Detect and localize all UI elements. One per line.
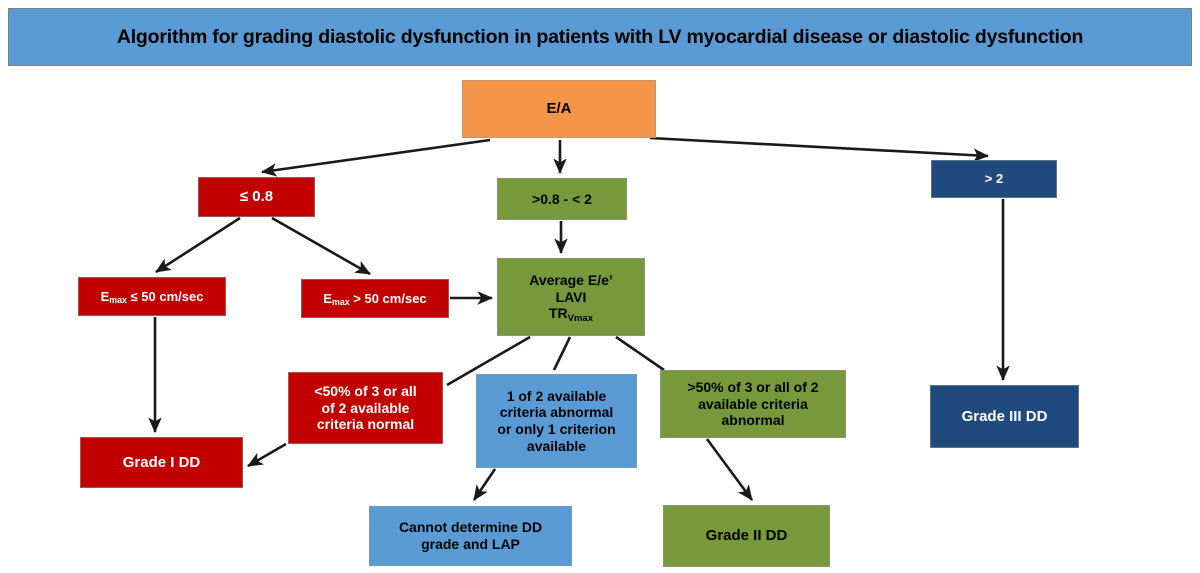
edge-criteria-to-abnormal [615,335,665,372]
node-label-line: 1 of 2 available [506,387,607,404]
node-label: Grade I DD [85,454,238,472]
node-ea-le-0-8[interactable]: ≤ 0.8 [198,177,315,217]
node-label-line: or only 1 criterion [497,421,616,437]
node-label-line: of 2 available [321,399,410,416]
page-title: Algorithm for grading diastolic dysfunct… [8,8,1192,66]
node-label-line: Emax > 50 cm/sec [323,290,427,308]
node-grade-i-dd[interactable]: Grade I DD [80,437,243,488]
node-label-line: Grade III DD [961,407,1048,425]
node-label-line: Grade II DD [705,527,788,545]
node-grade-ii-dd[interactable]: Grade II DD [663,505,830,567]
node-grade-iii-dd[interactable]: Grade III DD [930,385,1079,448]
node-label-line: abnormal [721,412,785,429]
node-ea-gt-2[interactable]: > 2 [931,160,1057,198]
node-label-line: ≤ 0.8 [239,188,274,206]
node-label-line: E/A [546,100,572,118]
node-ea[interactable]: E/A [462,80,656,138]
node-label-line: criteria abnormal [499,404,614,421]
edge-abnormal-to-grade-ii [705,438,754,501]
node-label-line: > 2 [984,171,1004,187]
node-label: Grade II DD [668,527,825,545]
edge-normal-to-grade-i [247,442,287,468]
node-label: Emax > 50 cm/sec [306,290,444,308]
node-label-line: Grade I DD [122,453,201,471]
node-emax-le-50[interactable]: Emax ≤ 50 cm/sec [78,277,226,316]
node-label-line: criteria normal [316,416,415,433]
node-label-line: TRVmax [548,305,594,325]
edge-criteria-to-indeterminate [552,336,572,371]
edge-le-0-8-to-emax-gt-50 [271,216,371,276]
node-label: Emax ≤ 50 cm/sec [83,288,221,306]
node-label-line: available [526,437,587,454]
node-label-line: grade and LAP [421,536,520,552]
node-label: E/A [467,100,651,118]
node-label-line: available criteria [698,395,808,412]
edge-indeterminate-to-cannot [472,468,497,501]
node-label-line: Cannot determine DD [398,519,543,536]
node-label: ≤ 0.8 [203,188,310,206]
edge-le-0-8-to-emax-le-50 [155,216,241,274]
node-label-line: LAVI [555,288,587,305]
node-label-line: Average E/e’ [529,272,613,289]
node-label-line: >0.8 - < 2 [532,190,592,207]
node-label-line: <50% of 3 or all [314,383,417,400]
node-emax-gt-50[interactable]: Emax > 50 cm/sec [301,279,449,318]
page-title-text: Algorithm for grading diastolic dysfunct… [116,25,1084,48]
node-label-line: Emax ≤ 50 cm/sec [100,288,204,306]
node-label-line: >50% of 3 or all of 2 [687,379,819,396]
node-ea-between[interactable]: >0.8 - < 2 [497,178,627,220]
edge-ea-to-gt-2 [649,136,990,162]
edge-ea-to-le-0-8 [260,138,491,177]
node-label: > 2 [936,171,1052,186]
node-label: Grade III DD [935,408,1074,426]
node-label: >0.8 - < 2 [502,191,622,208]
